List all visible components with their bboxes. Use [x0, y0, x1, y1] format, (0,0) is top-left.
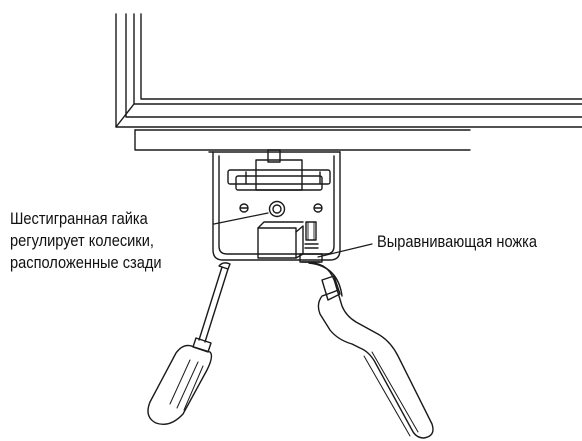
cabinet-base — [134, 129, 471, 151]
hex-nut-label: Шестигранная гайка регулирует колесики, … — [10, 208, 162, 274]
caster-wheel — [257, 221, 304, 259]
leader-lines — [213, 212, 373, 258]
hex-nut-label-line-2: регулирует колесики, — [10, 231, 154, 250]
screwdriver-icon — [147, 262, 231, 426]
wrench-icon — [308, 262, 434, 439]
leveling-foot-label: Выравнивающая ножка — [377, 232, 538, 251]
hex-nut-label-line-3: расположенные сзади — [10, 253, 162, 272]
hex-nut-icon — [268, 200, 286, 218]
caster-bracket — [208, 149, 341, 261]
hex-nut-label-line-1: Шестигранная гайка — [10, 209, 148, 228]
leveling-foot-icon — [299, 221, 323, 263]
cabinet-frame — [115, 13, 582, 128]
